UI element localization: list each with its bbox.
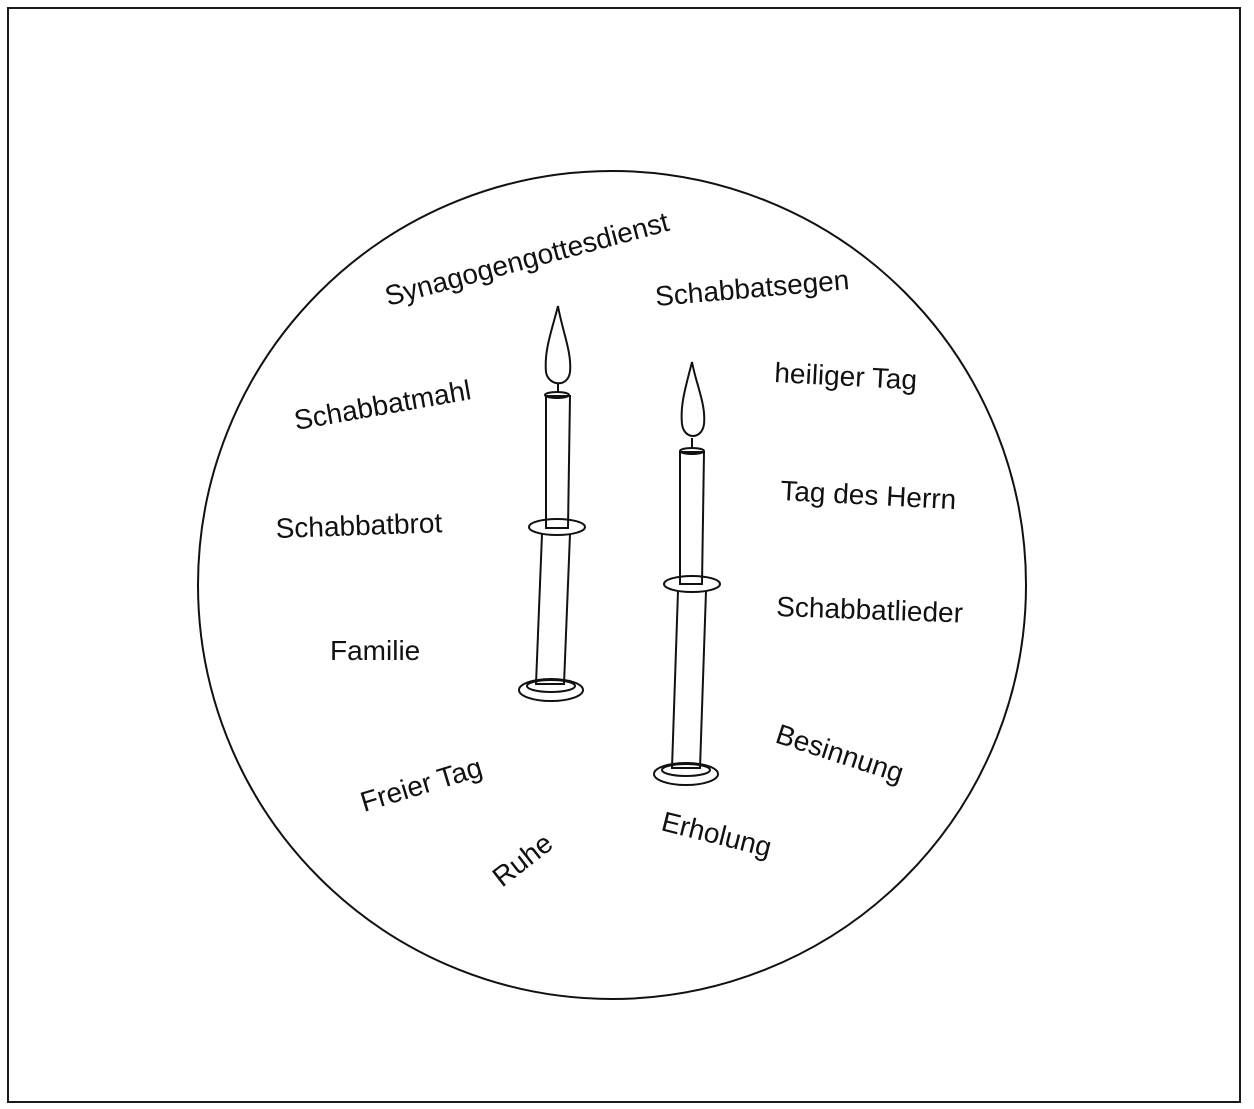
word-rest: Ruhe [487, 827, 559, 893]
word-holy-day: heiliger Tag [774, 357, 918, 395]
word-family: Familie [330, 635, 420, 666]
outer-circle [198, 171, 1026, 999]
word-day-of-lord: Tag des Herrn [780, 475, 957, 515]
word-free-day: Freier Tag [357, 751, 486, 817]
candle-icon [519, 306, 585, 701]
word-recreation: Erholung [659, 806, 775, 863]
word-synagogue-service: Synagogengottesdienst [382, 206, 673, 312]
word-sabbath-bread: Schabbatbrot [275, 507, 443, 544]
word-sabbath-meal: Schabbatmahl [292, 374, 474, 436]
word-sabbath-blessing: Schabbatsegen [654, 264, 851, 312]
candle-icon [654, 362, 720, 785]
word-sabbath-songs: Schabbatlieder [776, 591, 964, 629]
word-reflection: Besinnung [772, 718, 907, 788]
